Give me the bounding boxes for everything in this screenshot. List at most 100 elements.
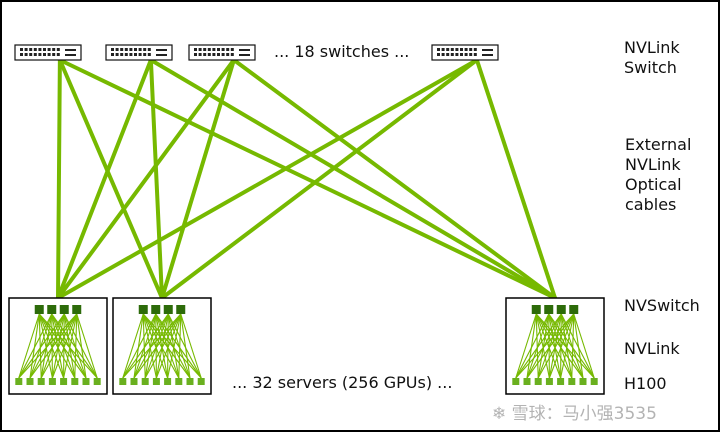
nvswitch-chip-icon bbox=[47, 305, 57, 314]
switch-port bbox=[217, 53, 220, 56]
switch-port bbox=[115, 53, 119, 56]
nvlink-internal-line bbox=[548, 313, 550, 379]
nvlink-internal-line bbox=[122, 313, 182, 379]
switch-port bbox=[441, 53, 445, 56]
nvlink-internal-line bbox=[38, 313, 42, 379]
nvlink-internal-line bbox=[40, 313, 53, 379]
switch-port bbox=[473, 53, 477, 56]
server-2-box bbox=[112, 297, 212, 395]
switch-port bbox=[203, 48, 207, 51]
switch-indicator bbox=[482, 49, 493, 51]
nvlink-internal-line bbox=[40, 313, 78, 379]
optical-cable-line bbox=[148, 58, 164, 300]
nvswitch-chip-icon bbox=[151, 305, 161, 314]
switch-port bbox=[29, 53, 33, 56]
watermark-text: 雪球：马小强3535 bbox=[511, 404, 657, 424]
nvlink-internal-line bbox=[571, 313, 575, 379]
optical-cable-line bbox=[160, 58, 479, 300]
nvlink-internal-line bbox=[29, 313, 40, 379]
switch-port bbox=[120, 53, 124, 56]
switch-port bbox=[460, 53, 463, 56]
gpu-chip-icon bbox=[71, 378, 79, 385]
nvlink-internal-line bbox=[29, 313, 78, 379]
nvlink-internal-line bbox=[560, 313, 562, 379]
switch-indicator bbox=[239, 49, 250, 51]
nvswitch-chip-icon bbox=[544, 305, 554, 314]
gpu-chip-icon bbox=[48, 378, 56, 385]
switch-port bbox=[138, 48, 142, 51]
nvlink-internal-line bbox=[38, 313, 76, 379]
switch-port bbox=[212, 48, 216, 51]
switch-port bbox=[20, 53, 23, 56]
nvlink-internal-line bbox=[142, 313, 191, 379]
nvlink-internal-line bbox=[515, 313, 550, 379]
nvswitch-chip-icon bbox=[531, 305, 541, 314]
nvlink-internal-line bbox=[178, 313, 182, 379]
optical-cables bbox=[56, 58, 557, 300]
nvlink-internal-line bbox=[167, 313, 169, 379]
switch-port bbox=[143, 53, 147, 56]
switch-port bbox=[120, 48, 124, 51]
nvlink-internal-line bbox=[76, 313, 87, 379]
switch-port bbox=[455, 53, 459, 56]
switches-ellipsis: ... 18 switches ... bbox=[274, 42, 410, 61]
nvlink-internal-line bbox=[38, 313, 87, 379]
switch-port bbox=[56, 48, 60, 51]
gpu-chip-icon bbox=[60, 378, 68, 385]
switch-port bbox=[38, 53, 42, 56]
label-external-cables: External NVLink Optical cables bbox=[625, 135, 691, 215]
nvlink-internal-line bbox=[526, 313, 575, 379]
nvlink-internal-line bbox=[63, 313, 76, 379]
nvlink-internal-line bbox=[548, 313, 562, 379]
gpu-chip-icon bbox=[152, 378, 160, 385]
gpu-chip-icon bbox=[175, 378, 183, 385]
nvlink-internal-line bbox=[142, 313, 169, 379]
nvlink-internal-line bbox=[167, 313, 182, 379]
switch-port bbox=[226, 48, 230, 51]
nvlink-internal-line bbox=[63, 313, 98, 379]
nvlink-internal-line bbox=[51, 313, 76, 379]
nvlink-internal-line bbox=[548, 313, 595, 379]
network-switch-icon bbox=[14, 44, 82, 61]
gpu-chip-icon bbox=[130, 378, 138, 385]
nvlink-internal-line bbox=[167, 313, 202, 379]
nvlink-internal-line bbox=[548, 313, 575, 379]
optical-cable-line bbox=[57, 58, 164, 300]
switch-port bbox=[203, 53, 207, 56]
nvlink-internal-line bbox=[144, 313, 157, 379]
switch-port bbox=[464, 53, 468, 56]
switch-port bbox=[47, 48, 51, 51]
switch-port bbox=[111, 53, 114, 56]
nvlink-internal-line bbox=[560, 313, 573, 379]
switch-port bbox=[221, 53, 225, 56]
switch-port bbox=[38, 48, 42, 51]
label-line: NVLink bbox=[624, 38, 680, 57]
switch-port bbox=[52, 48, 56, 51]
switch-port bbox=[207, 53, 211, 56]
nvlink-internal-line bbox=[560, 313, 584, 379]
label-nvlink: NVLink bbox=[624, 339, 680, 358]
switch-port bbox=[212, 53, 216, 56]
gpu-chip-icon bbox=[545, 378, 553, 385]
nvlink-internal-line bbox=[63, 313, 78, 379]
gpu-chip-icon bbox=[141, 378, 149, 385]
gpu-chip-icon bbox=[557, 378, 565, 385]
nvlink-internal-line bbox=[142, 313, 202, 379]
switch-port bbox=[198, 53, 202, 56]
switch-port bbox=[441, 48, 445, 51]
switch-port bbox=[437, 48, 440, 51]
switch-port bbox=[464, 48, 468, 51]
nvlink-internal-line bbox=[142, 313, 180, 379]
nvswitch-chip-icon bbox=[163, 305, 173, 314]
nvswitch-chip-icon bbox=[569, 305, 579, 314]
nvlink-internal-line bbox=[535, 313, 562, 379]
nvlink-internal-line bbox=[51, 313, 65, 379]
nvlink-internal-line bbox=[515, 313, 562, 379]
switch-port bbox=[455, 48, 459, 51]
nvlink-internal-line bbox=[155, 313, 191, 379]
nvswitch-chip-icon bbox=[72, 305, 82, 314]
nvswitch-chip-icon bbox=[138, 305, 148, 314]
nvlink-internal-line bbox=[51, 313, 98, 379]
